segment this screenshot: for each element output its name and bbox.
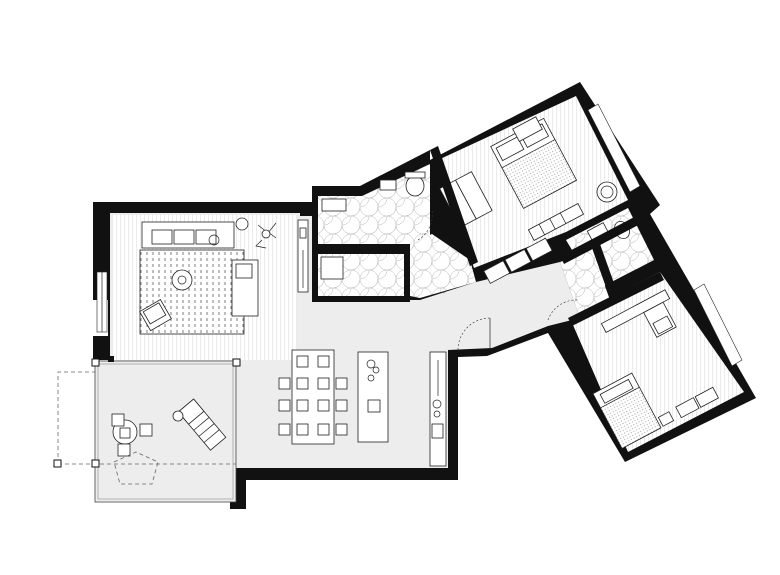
terrace-table-icon xyxy=(111,413,159,485)
room-bedroom-master xyxy=(438,96,641,284)
washing-machine-icon xyxy=(320,256,344,280)
armchair-icon xyxy=(139,259,259,332)
dining-table-icon xyxy=(278,349,348,445)
door-swing-icon xyxy=(457,299,579,351)
room-bathroom-1 xyxy=(318,164,430,244)
washbasin-icon xyxy=(321,198,347,212)
room-laundry xyxy=(318,253,445,296)
plant-icon xyxy=(235,217,277,249)
sofa-icon xyxy=(141,221,235,249)
window-living xyxy=(96,271,108,333)
partition-walls xyxy=(108,146,664,362)
room-bedroom-2 xyxy=(570,272,744,452)
window-master xyxy=(587,103,641,193)
lounger-icon xyxy=(172,398,227,451)
window-bedroom-2 xyxy=(693,283,743,367)
pergola-outline xyxy=(53,358,241,468)
desk-icon xyxy=(527,203,585,241)
sideboard xyxy=(297,219,309,293)
kitchen-island-icon xyxy=(357,351,389,443)
kitchen-counter xyxy=(429,351,447,467)
toilet-icon xyxy=(405,175,425,197)
